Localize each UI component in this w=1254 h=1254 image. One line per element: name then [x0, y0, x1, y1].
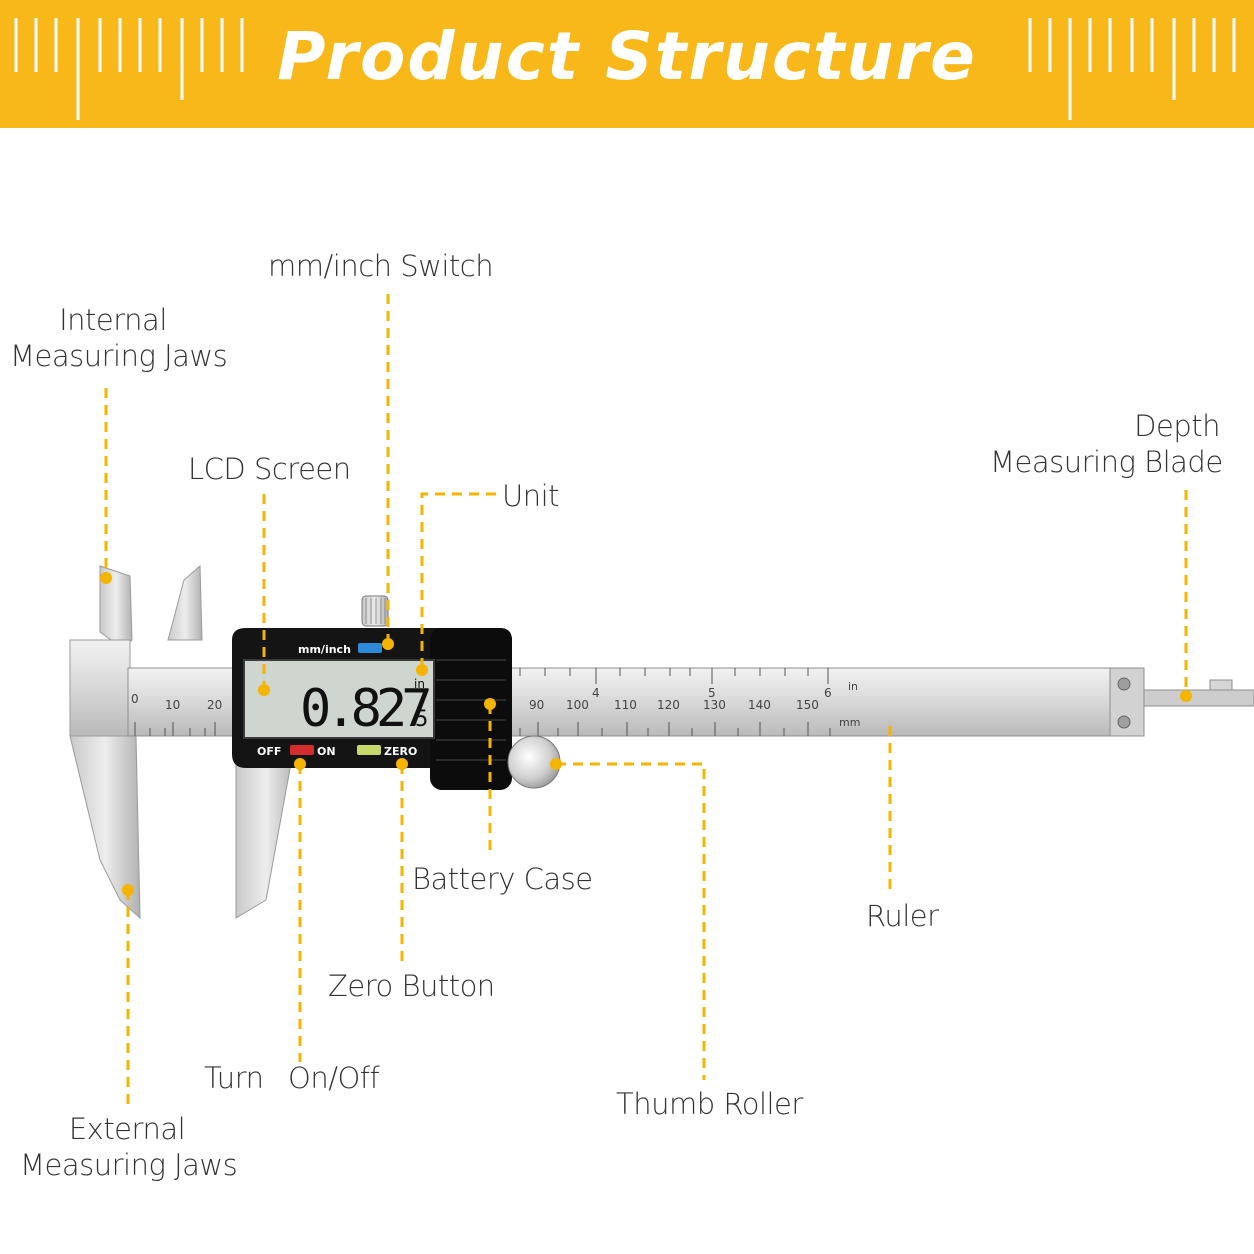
label-battery-case: Battery Case — [412, 862, 593, 896]
scale-label-mm: 150 — [796, 698, 819, 712]
label-on-off: On/Off — [288, 1061, 380, 1095]
label-thumb-roller: Thumb Roller — [616, 1087, 803, 1121]
scale-label-mm: 110 — [614, 698, 637, 712]
scale-label-mm: 120 — [657, 698, 680, 712]
scale-label-mm: 0 — [131, 692, 139, 706]
label-line: Measuring Blade — [990, 445, 1223, 479]
label-line: Measuring Jaws — [20, 1148, 238, 1182]
label-depth-blade: Depth Measuring Blade — [990, 408, 1223, 480]
label-ruler: Ruler — [866, 899, 939, 933]
scale-label-mm: 140 — [748, 698, 771, 712]
ruler-ticks-right — [1028, 18, 1236, 120]
scale-label-mm: 130 — [703, 698, 726, 712]
scale-unit-in: in — [848, 680, 858, 693]
label-unit: Unit — [502, 479, 560, 513]
scale-label-mm: 100 — [566, 698, 589, 712]
leader-dots — [100, 572, 1192, 896]
label-turn: Turn — [204, 1061, 264, 1095]
label-line: External — [68, 1112, 186, 1146]
label-line: Depth — [1134, 409, 1220, 443]
zero-label: ZERO — [384, 745, 417, 758]
leader-lines — [104, 294, 1188, 1104]
scale-label-in: 6 — [824, 686, 832, 700]
ruler-ticks-left — [14, 18, 244, 120]
label-external-jaws: External Measuring Jaws — [20, 1111, 238, 1183]
lcd-reading: 0.827 — [300, 679, 429, 739]
label-zero-button: Zero Button — [328, 969, 495, 1003]
label-line: Measuring Jaws — [10, 339, 228, 373]
off-label: OFF — [257, 745, 281, 758]
header-banner: Product Structure — [0, 0, 1254, 128]
sliding-jaw — [167, 564, 297, 919]
on-label: ON — [317, 745, 336, 758]
lcd-fraction: 5 — [415, 707, 428, 732]
scale-label-in: 4 — [592, 686, 600, 700]
scale-label-mm: 90 — [529, 698, 544, 712]
label-mm-inch-switch: mm/inch Switch — [268, 249, 494, 283]
mm-inch-label: mm/inch — [298, 643, 351, 656]
scale-label-mm: 10 — [165, 698, 180, 712]
lock-screw — [361, 595, 389, 627]
digital-head — [232, 628, 512, 790]
lcd-unit: in — [414, 677, 425, 691]
page-title: Product Structure — [277, 18, 977, 95]
label-line: Internal — [59, 303, 167, 337]
scale-unit-mm: mm — [839, 716, 860, 729]
scale-label-in: 5 — [708, 686, 716, 700]
label-internal-jaws: Internal Measuring Jaws — [10, 302, 228, 374]
label-lcd-screen: LCD Screen — [188, 452, 351, 486]
scale-label-mm: 20 — [207, 698, 222, 712]
fixed-jaw — [69, 565, 141, 920]
